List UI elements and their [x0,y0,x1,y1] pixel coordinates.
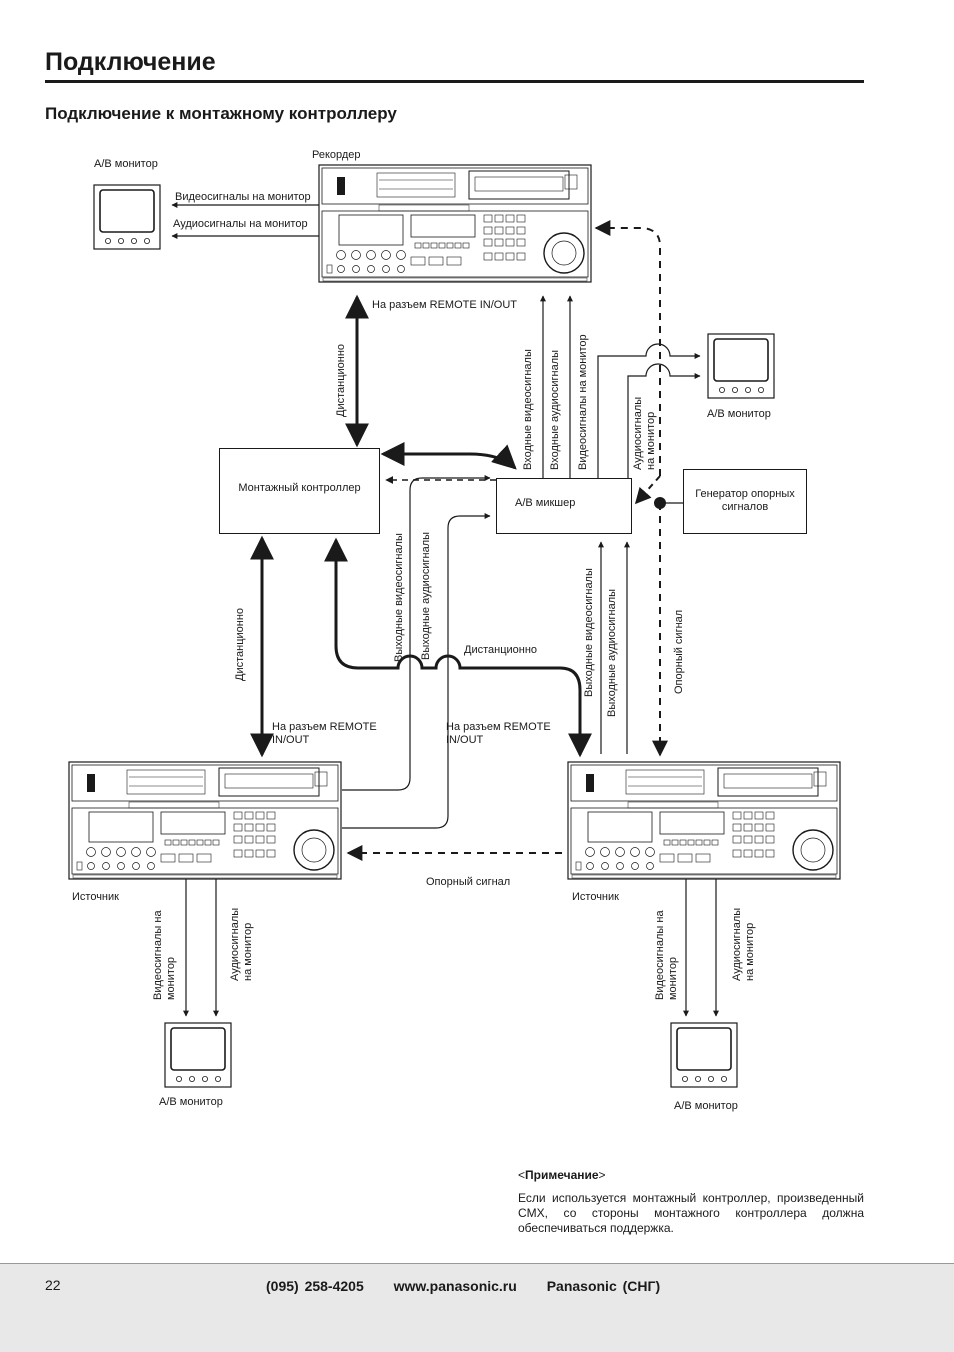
note-heading: <Примечание> [518,1168,606,1182]
monitor-label-right: А/В монитор [707,408,771,420]
output-video-label-left: Выходные видеосигналы [393,533,405,662]
ref-generator-label: Генератор опорных сигналов [695,488,795,513]
remote-in-out-label-left: На разъем REMOTE IN/OUT [272,721,377,746]
left-video-to-monitor-vlabel: Видеосигналы на монитор [152,910,177,1000]
ref-junction-dot [654,497,666,509]
line-controller-mixer [380,442,517,470]
left-audio-to-monitor-vlabel: Аудиосигналы на монитор [229,907,254,981]
input-audio-label: Входные аудиосигналы [549,349,561,470]
remote-label-mid: Дистанционно [464,644,538,656]
monitor-bottom-left [164,1022,232,1088]
ref-generator-box: Генератор опорных сигналов [683,469,807,534]
footer-bar [0,1263,954,1352]
note-text: Если используется монтажный контроллер, … [518,1191,864,1235]
monitor-label-bottom-right: А/В монитор [674,1100,738,1112]
output-audio-label-right: Выходные аудиосигналы [606,588,618,717]
remote-label-left: Дистанционно [234,607,246,681]
footer-company: Panasonic (СНГ) [546,1278,661,1294]
remote-in-out-label-top: На разъем REMOTE IN/OUT [372,299,518,311]
title-rule [45,80,864,83]
remote-label-recorder: Дистанционно [335,343,347,417]
av-mixer-label: А/В микшер [515,497,576,509]
footer-website[interactable]: www.panasonic.ru [393,1278,517,1294]
monitor-label-top: А/В монитор [94,158,158,170]
edit-controller-label: Монтажный контроллер [238,482,361,494]
video-to-monitor-vlabel: Видеосигналы на монитор [577,334,589,470]
note-block: <Примечание> Если используется монтажный… [518,1168,864,1236]
source-label-right: Источник [572,891,619,903]
source-vtr-left [68,761,342,880]
input-video-label: Входные видеосигналы [522,349,534,470]
monitor-right [707,333,775,399]
page-number: 22 [45,1277,61,1293]
av-mixer-box: А/В микшер [496,478,632,534]
line-ref-to-recorder [594,220,661,476]
monitor-bottom-right [670,1022,738,1088]
ref-signal-label: Опорный сигнал [426,876,511,888]
video-to-monitor-label: Видеосигналы на монитор [175,191,311,203]
recorder-vtr [318,164,592,283]
ref-signal-vlabel: Опорный сигнал [673,609,685,694]
page-title: Подключение [45,48,216,76]
note-title: Примечание [525,1168,599,1182]
audio-to-monitor-vlabel: Аудиосигналы на монитор [632,396,657,470]
output-audio-label-left: Выходные аудиосигналы [420,531,432,660]
source-vtr-right [567,761,841,880]
right-audio-to-monitor-vlabel: Аудиосигналы на монитор [731,907,756,981]
monitor-label-bottom-left: А/В монитор [159,1096,223,1108]
line-output-audio-left [342,513,491,829]
right-video-to-monitor-vlabel: Видеосигналы на монитор [654,910,679,1000]
footer-info: (095) 258-4205 www.panasonic.ru Panasoni… [266,1278,684,1294]
line-remote-right-source [324,537,592,758]
line-video-to-monitor-right [597,343,701,478]
footer-phone: (095) 258-4205 [266,1278,364,1294]
source-label-left: Источник [72,891,119,903]
audio-to-monitor-label: Аудиосигналы на монитор [173,218,308,230]
monitor-top-left [93,184,161,250]
recorder-label: Рекордер [312,149,361,161]
line-audio-to-monitor-right [627,363,701,478]
remote-in-out-label-right: На разъем REMOTE IN/OUT [446,721,551,746]
output-video-label-right: Выходные видеосигналы [583,568,595,697]
section-title: Подключение к монтажному контроллеру [45,104,397,123]
edit-controller-box: Монтажный контроллер [219,448,380,534]
